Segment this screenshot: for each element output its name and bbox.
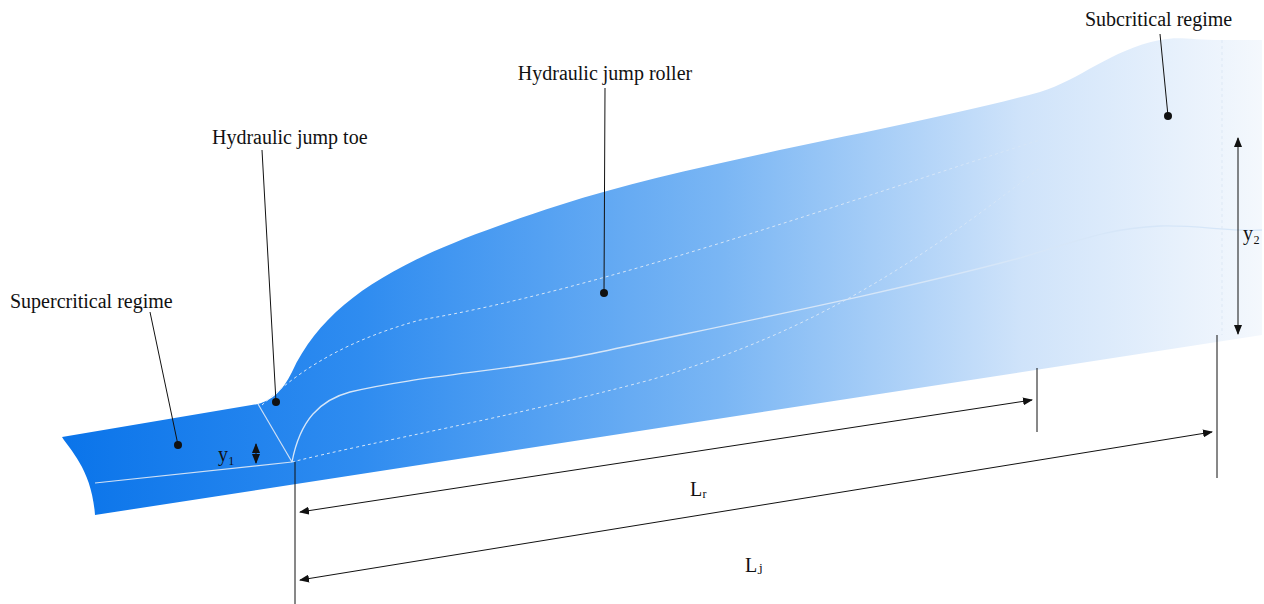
dimension-arrow [1238,138,1239,334]
dimension-arrow [256,444,257,463]
surface-edge [95,462,292,483]
leader-dot [600,289,608,297]
extension-line [295,462,296,604]
roller-outline [292,168,1040,462]
dimension-label: y₁ [218,443,235,465]
extension-line [1037,368,1038,432]
dimension-arrow [300,432,1212,580]
leader-line [1160,34,1168,116]
roller-outline [292,226,1262,462]
surface-edge [1222,40,1223,335]
dimension-label: Lᵣ [690,478,707,500]
dimension-label: Lⱼ [745,554,763,576]
dimension-label: y₂ [1243,222,1260,244]
leader-line [262,150,276,402]
callout-label: Supercritical regime [10,290,173,312]
water-body [62,38,1262,515]
roller-outline [262,140,1040,405]
surface-edge [258,404,292,462]
callout-label: Hydraulic jump toe [212,126,368,148]
leader-line [150,312,178,445]
callout-label: Subcritical regime [1085,8,1232,30]
leader-dot [272,398,280,406]
leader-dot [1164,112,1172,120]
dimension-arrow [300,400,1032,512]
leader-line [604,88,605,293]
leader-dot [174,441,182,449]
callout-label: Hydraulic jump roller [518,62,692,84]
extension-line [1217,335,1218,478]
